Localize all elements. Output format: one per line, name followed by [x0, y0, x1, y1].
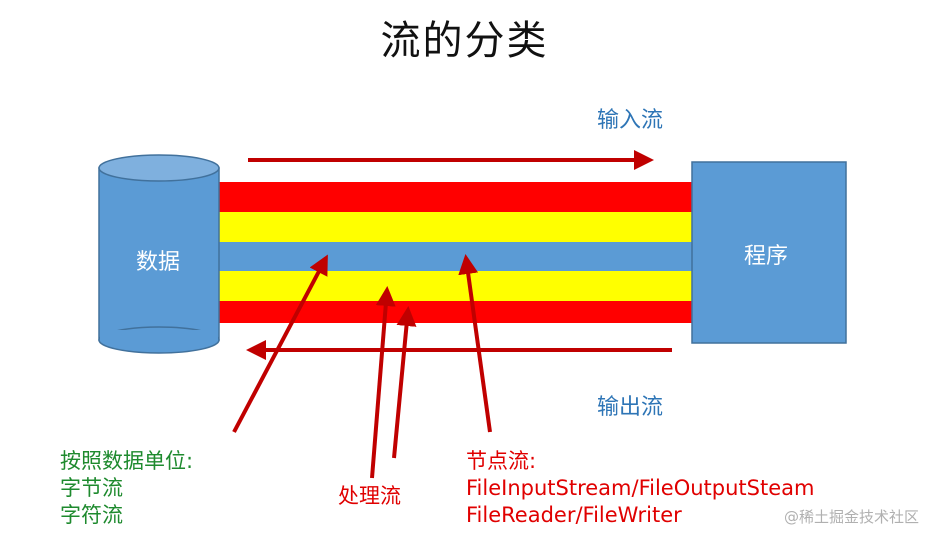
processing-stream-label: 处理流: [338, 484, 401, 508]
unit-annotation: 按照数据单位: 字节流 字符流: [60, 448, 193, 529]
node-stream-heading: 节点流:: [466, 449, 537, 473]
node-stream-line-2: FileReader/FileWriter: [466, 503, 682, 527]
pipe-stripe-red-bottom: [218, 301, 692, 323]
pipe-stripe-yellow-bottom: [218, 271, 692, 301]
program-label: 程序: [744, 244, 789, 269]
program-box: [691, 161, 847, 344]
node-stream-annotation: 节点流: FileInputStream/FileOutputSteam Fil…: [466, 448, 814, 529]
node-stream-line-1: FileInputStream/FileOutputSteam: [466, 476, 815, 500]
watermark: @稀土掘金技术社区: [783, 508, 919, 526]
unit-annotation-heading: 按照数据单位:: [60, 449, 194, 473]
pipe-stripe-yellow-top: [218, 212, 692, 242]
data-source-label: 数据: [136, 250, 181, 275]
unit-annotation-char-stream: 字符流: [60, 503, 123, 527]
unit-annotation-arrow: [232, 254, 328, 433]
unit-annotation-byte-stream: 字节流: [60, 476, 123, 500]
output-flow-label: 输出流: [597, 395, 664, 420]
node-stream-annotation-arrow: [458, 254, 492, 433]
page-title: 流的分类: [380, 18, 549, 64]
input-flow-label: 输入流: [597, 108, 664, 133]
processing-annotation-arrow-1: [370, 286, 396, 479]
pipe-stripe-red-top: [218, 182, 692, 212]
pipe: [218, 182, 692, 323]
pipe-stripe-blue-middle: [218, 242, 692, 271]
processing-annotation-arrow-2: [392, 306, 417, 459]
data-cylinder: [98, 154, 220, 354]
